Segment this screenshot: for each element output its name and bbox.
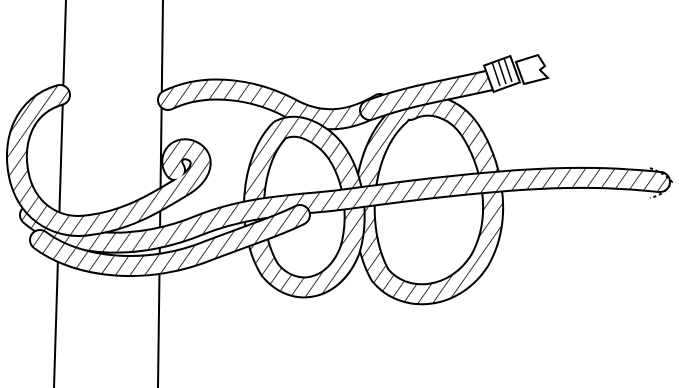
whipped-rope-end [484,55,548,92]
rope-left-wrap [17,95,201,226]
post [54,0,163,388]
rope [17,78,660,294]
rope-upper-wrap [168,90,380,120]
post-left-edge [54,0,66,388]
